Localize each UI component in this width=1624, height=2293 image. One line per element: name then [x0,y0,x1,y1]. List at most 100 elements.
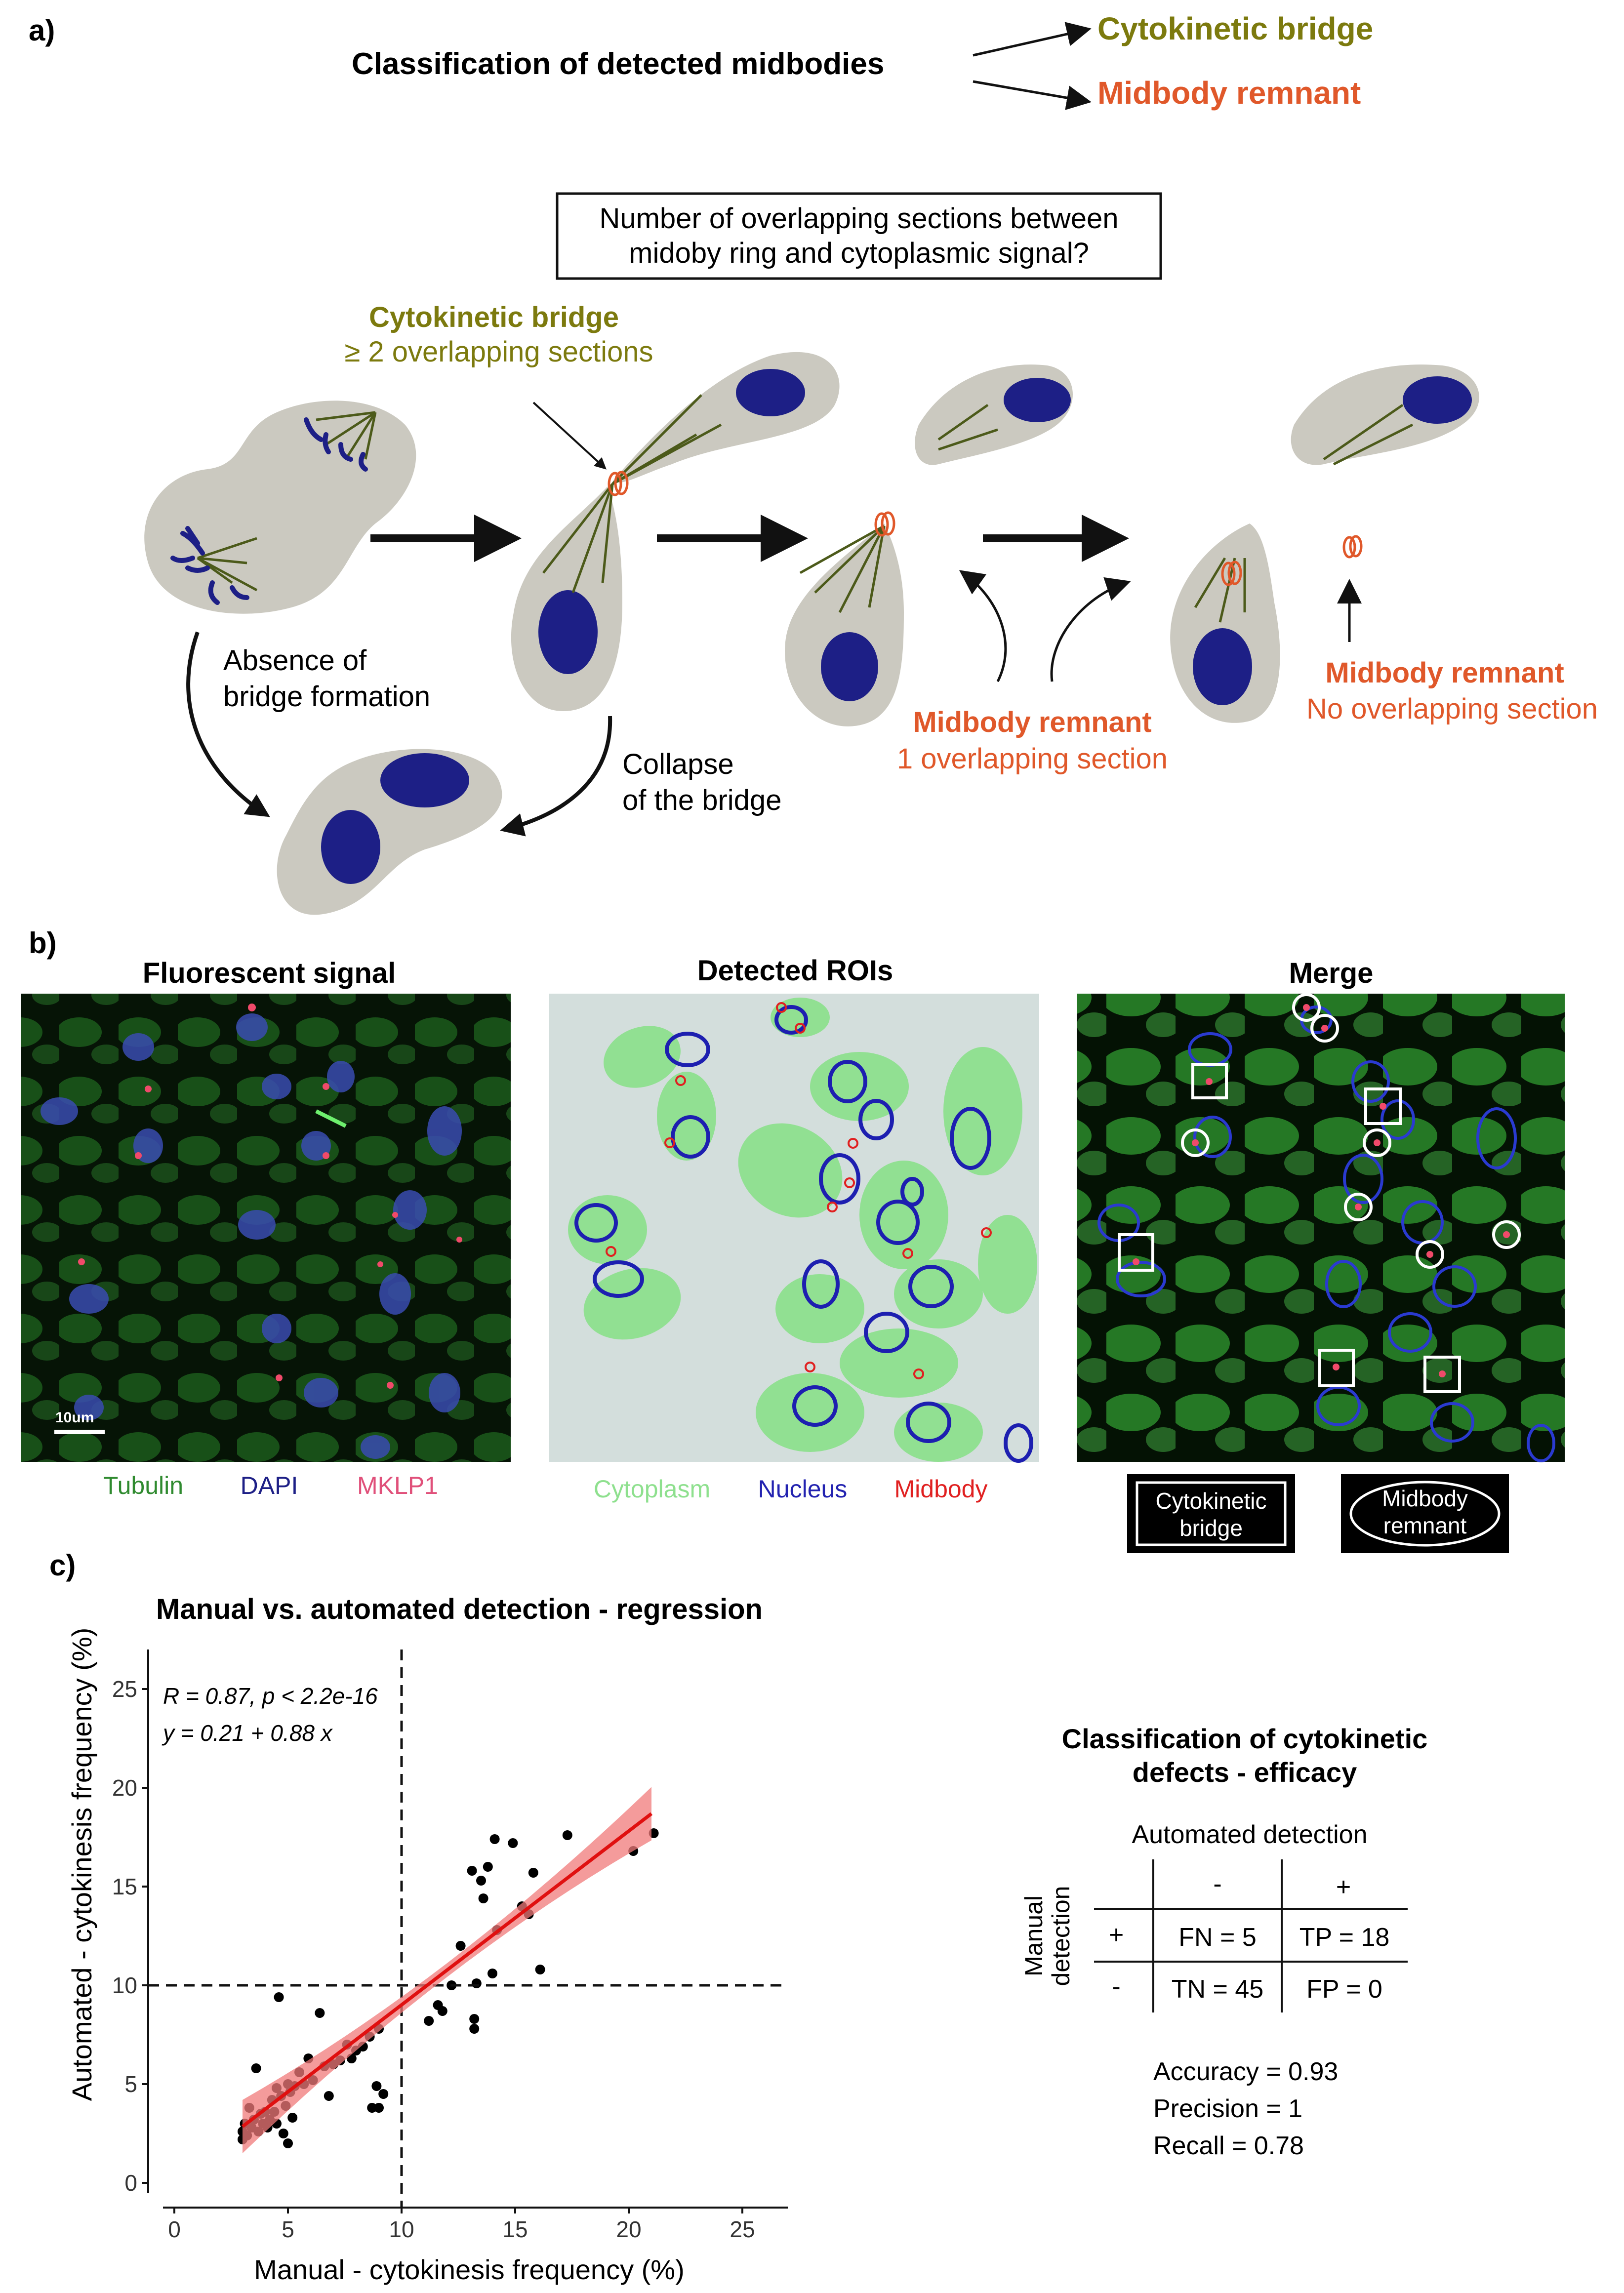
data-point [315,2008,325,2018]
cell-tp: TP = 18 [1299,1923,1390,1952]
data-point [287,2113,298,2123]
remnant2-rule: No overlapping section [1306,693,1598,725]
remnant1-title: Midbody remnant [913,706,1151,738]
legend-cytoplasm: Cytoplasm [594,1475,710,1503]
data-point [251,2063,261,2073]
panel-b-letter: b) [29,926,57,960]
svg-text:bridge: bridge [1179,1515,1243,1541]
bridge-title: Cytokinetic bridge [369,301,619,333]
classification-title: Classification of detected midbodies [352,47,884,81]
arrow-absence [186,631,270,817]
data-point [508,1838,518,1848]
table-title-2: defects - efficacy [1133,1757,1357,1788]
data-point [535,1965,545,1974]
class-remnant-label: Midbody remnant [1097,75,1361,111]
precision: Precision = 1 [1153,2094,1302,2123]
b-title-rois: Detected ROIs [697,955,893,987]
table-row-header-2: detection [1047,1886,1075,1986]
stat-r-p: R = 0.87, p < 2.2e-16 [163,1683,378,1709]
stat-equation: y = 0.21 + 0.88 x [162,1720,333,1746]
data-point [467,1866,477,1876]
cell-fn: FN = 5 [1178,1923,1257,1952]
table-col-header: Automated detection [1132,1820,1368,1849]
bridge-rule: ≥ 2 overlapping sections [344,336,653,368]
x-axis-label: Manual - cytokinesis frequency (%) [254,2254,684,2285]
table-title-1: Classification of cytokinetic [1062,1723,1428,1754]
panel-a-letter: a) [29,14,55,47]
arrow-remnant-back [959,570,1007,683]
panel-c-letter: c) [49,1549,76,1582]
accuracy: Accuracy = 0.93 [1153,2057,1338,2086]
legend-bridge-box: Cytokinetic bridge [1127,1474,1295,1553]
data-point [471,1978,482,1988]
data-point [374,2103,384,2113]
scale-bar-label: 10um [55,1409,94,1426]
question-line-2: midoby ring and cytoplasmic signal? [629,237,1089,269]
fluorescent-image: 10um [21,994,511,1462]
data-point [487,1969,497,1978]
data-point [478,1893,488,1903]
class-bridge-label: Cytokinetic bridge [1097,11,1373,46]
dividing-cell [144,401,416,614]
question-box [556,192,1162,280]
x-tick-label: 15 [502,2216,528,2242]
data-point [283,2138,293,2148]
cell-fp: FP = 0 [1306,1975,1382,2004]
table-row-header-1: Manual [1020,1895,1048,1976]
bridge-pointer-arrow [532,402,607,470]
cell-tn: TN = 45 [1172,1975,1263,2004]
arrow-collapse [500,716,612,837]
question-line-1: Number of overlapping sections between [599,202,1118,235]
y-tick-label: 5 [124,2071,137,2097]
y-tick-label: 0 [124,2170,137,2196]
svg-text:Cytokinetic: Cytokinetic [1156,1488,1267,1514]
data-point [469,2024,480,2034]
chart-title: Manual vs. automated detection - regress… [156,1593,763,1625]
b-title-merge: Merge [1289,957,1374,989]
data-point [437,2006,447,2016]
y-tick-label: 15 [112,1874,137,1899]
binucleated-cell [277,749,502,915]
remnant2-title: Midbody remnant [1325,657,1564,689]
table-row-neg: - [1112,1972,1120,2001]
x-tick-label: 20 [616,2216,641,2242]
table-col-neg: - [1213,1870,1221,1898]
x-tick-label: 0 [168,2216,181,2242]
x-tick-label: 25 [730,2216,755,2242]
table-col-pos: + [1336,1873,1351,1901]
remnant-one-cells [785,364,1073,726]
collapse-line-1: Collapse [622,748,734,780]
remnant1-rule: 1 overlapping section [897,743,1168,775]
x-tick-label: 5 [282,2216,294,2242]
collapse-line-2: of the bridge [622,784,781,816]
b-title-fluorescent: Fluorescent signal [143,957,396,989]
data-point [378,2089,389,2099]
y-axis-label: Automated - cytokinesis frequency (%) [66,1628,97,2101]
svg-text:Midbody: Midbody [1382,1486,1468,1511]
data-point [278,2129,288,2138]
rois-image [549,994,1039,1463]
remnant-none-cells [1170,364,1479,723]
merge-image [1077,993,1565,1462]
bridge-cells [511,352,840,711]
arrow-to-remnant [973,80,1092,110]
data-point [371,2081,382,2091]
table-row-pos: + [1109,1921,1124,1949]
svg-text:remnant: remnant [1383,1513,1467,1538]
absence-line-2: bridge formation [223,681,430,713]
data-point [455,1941,466,1951]
legend-dapi: DAPI [241,1472,298,1499]
data-point [367,2103,377,2113]
absence-line-1: Absence of [223,644,367,677]
y-tick-label: 20 [112,1775,137,1801]
data-point [528,1868,538,1878]
data-point [483,1862,493,1872]
legend-midbody: Midbody [894,1475,988,1503]
legend-nucleus: Nucleus [758,1475,848,1503]
data-point [489,1834,500,1844]
data-point [476,1876,486,1886]
arrow-to-bridge [973,22,1092,57]
data-point [469,2014,480,2024]
